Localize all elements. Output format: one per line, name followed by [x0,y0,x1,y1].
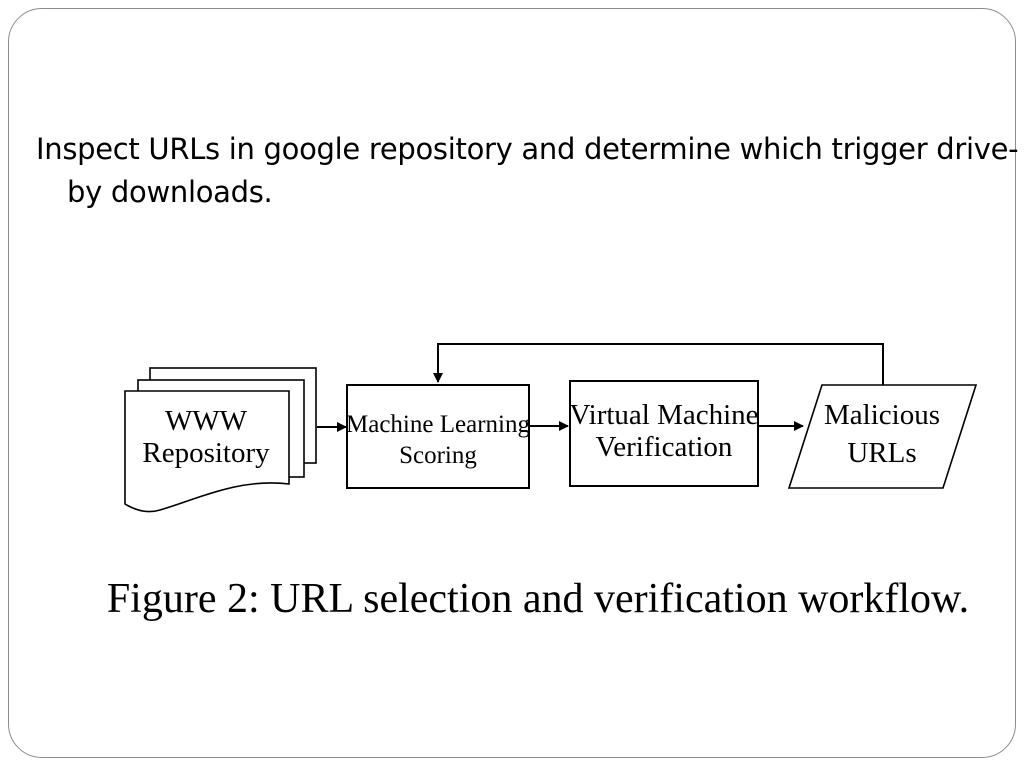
vm-verification-label-line2: Verification [596,431,733,463]
vm-verification-box [569,380,759,487]
bullet-text: Inspect URLs in google repository and de… [36,132,1019,209]
malicious-urls-shape [787,384,978,489]
malicious-urls-node: Malicious URLs [787,384,978,489]
repository-node: WWW Repository [124,367,317,513]
vm-verification-label-line1: Virtual Machine [569,399,758,431]
repository-label-line2: Repository [142,437,270,469]
ml-scoring-box [346,384,530,489]
ml-scoring-label-line2: Scoring [399,442,477,469]
repository-label-line1: WWW [165,405,248,437]
vm-verification-node: Virtual Machine Verification [569,380,759,487]
ml-scoring-label-line1: Machine Learning [346,411,530,438]
repository-page-front [124,390,290,513]
feedback-loop-arrow [433,343,884,385]
malicious-urls-label-line2: URLs [847,437,916,469]
ml-scoring-node: Machine Learning Scoring [346,384,530,489]
figure-caption: Figure 2: URL selection and verification… [107,576,969,622]
malicious-urls-label-line1: Malicious [824,399,940,431]
